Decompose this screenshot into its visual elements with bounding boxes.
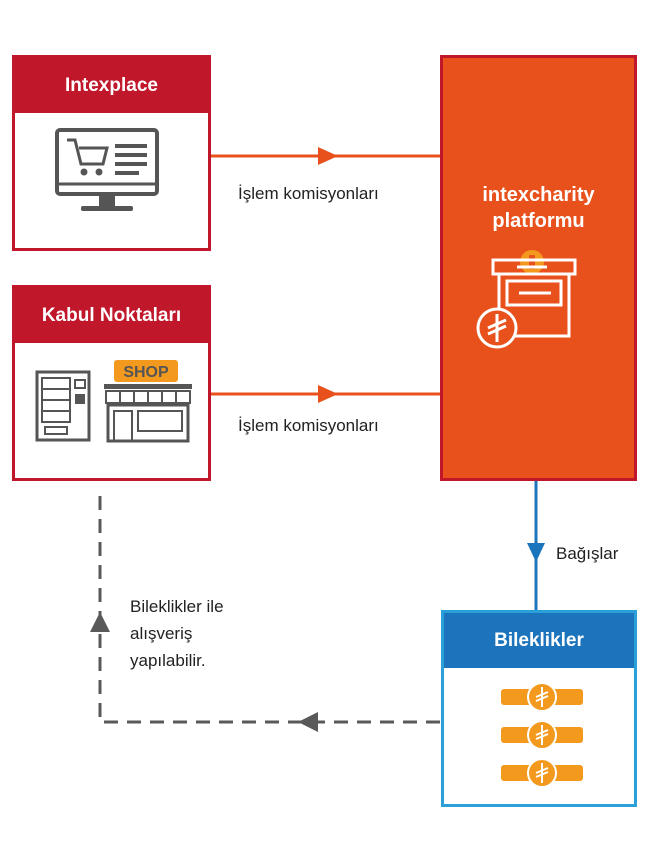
commission-arrowhead-2 bbox=[318, 385, 338, 403]
kabul-noktalari-title: Kabul Noktaları bbox=[41, 304, 182, 326]
shopping-monitor-icon bbox=[55, 128, 159, 211]
bileklikler-box: Bileklikler bbox=[441, 610, 637, 807]
shopping-arrowhead-left bbox=[298, 712, 318, 732]
shop-sign-text: SHOP bbox=[123, 364, 169, 381]
commission-arrowhead-1 bbox=[318, 147, 338, 165]
platform-title-line1: intexcharity bbox=[482, 184, 595, 206]
intexcharity-platform-box: intexcharity platformu bbox=[440, 55, 637, 481]
intexplace-box: Intexplace bbox=[12, 55, 211, 251]
bileklikler-header: Bileklikler bbox=[444, 613, 634, 668]
commission-label-2: İşlem komisyonları bbox=[238, 416, 379, 435]
kabul-noktalari-box: Kabul Noktaları SHOP bbox=[12, 285, 211, 481]
intexplace-header: Intexplace bbox=[15, 58, 208, 113]
wristband-icon bbox=[501, 758, 583, 788]
platform-title: intexcharity platformu bbox=[443, 182, 634, 234]
shopping-label: Bileklikler ile alışveriş yapılabilir. bbox=[130, 593, 280, 674]
shopping-label-line1: Bileklikler ile bbox=[130, 597, 224, 616]
shopping-dashed-line bbox=[98, 490, 440, 724]
vending-machine-icon bbox=[35, 370, 91, 442]
bileklikler-title: Bileklikler bbox=[494, 629, 584, 651]
wristband-icon bbox=[501, 682, 583, 712]
shop-storefront-icon: SHOP bbox=[104, 360, 192, 443]
donations-label: Bağışlar bbox=[556, 544, 619, 563]
shopping-label-line3: yapılabilir. bbox=[130, 651, 206, 670]
shopping-arrowhead-up bbox=[90, 612, 110, 632]
donation-arrowhead bbox=[527, 543, 545, 562]
commission-label-1: İşlem komisyonları bbox=[238, 184, 379, 203]
wristband-icon bbox=[501, 720, 583, 750]
platform-title-line2: platformu bbox=[492, 210, 585, 232]
kabul-noktalari-header: Kabul Noktaları bbox=[15, 288, 208, 343]
shopping-label-line2: alışveriş bbox=[130, 624, 193, 643]
donation-box-icon bbox=[476, 250, 577, 349]
intexplace-title: Intexplace bbox=[65, 74, 158, 96]
